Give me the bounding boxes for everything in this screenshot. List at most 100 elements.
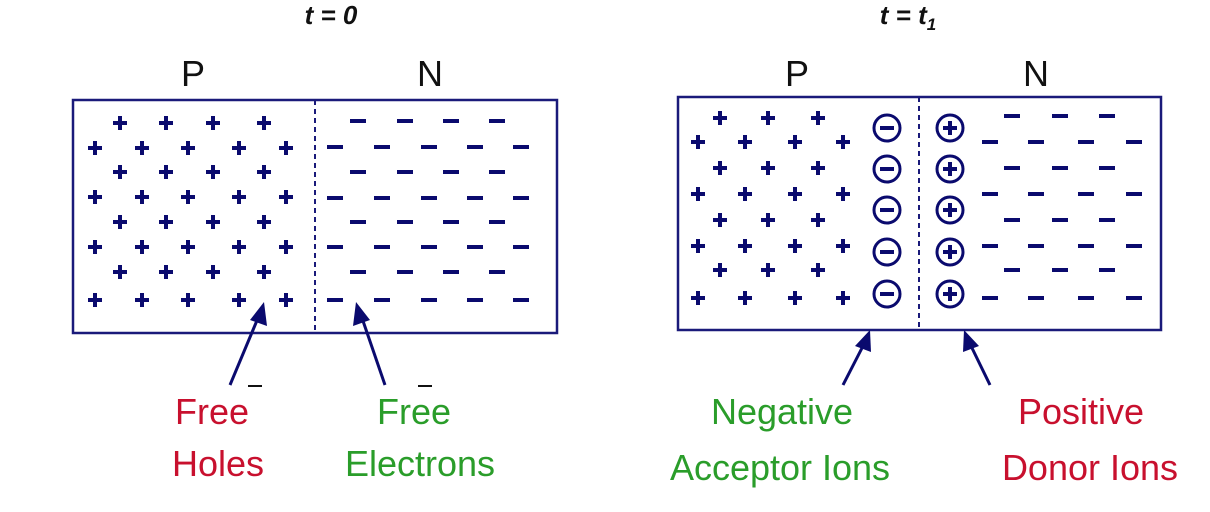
- donor-ions-arrow: [963, 330, 992, 386]
- plus-sign: [257, 215, 271, 229]
- plus-sign: [811, 213, 825, 227]
- plus-sign: [691, 135, 705, 149]
- plus-sign: [181, 240, 195, 254]
- free-holes-label-line2: Holes: [172, 443, 264, 484]
- negative-ion: [872, 237, 902, 267]
- plus-sign: [836, 291, 850, 305]
- plus-sign: [811, 111, 825, 125]
- left-n-label: N: [417, 53, 443, 94]
- donor-ions-label-line1: Positive: [1018, 391, 1144, 432]
- plus-sign: [88, 141, 102, 155]
- plus-sign: [257, 165, 271, 179]
- plus-sign: [788, 135, 802, 149]
- negative-ion: [872, 154, 902, 184]
- plus-sign: [181, 190, 195, 204]
- plus-sign: [113, 116, 127, 130]
- plus-sign: [206, 165, 220, 179]
- positive-ion: [935, 279, 965, 309]
- donor-ions-label-line2: Donor Ions: [1002, 447, 1178, 488]
- plus-sign: [691, 187, 705, 201]
- plus-sign: [232, 240, 246, 254]
- holes-arrow: [228, 302, 267, 386]
- plus-sign: [135, 190, 149, 204]
- right-panel: t = t1 P N Negative Acceptor Ions Positi…: [670, 0, 1178, 488]
- plus-sign: [811, 161, 825, 175]
- negative-ion: [872, 279, 902, 309]
- negative-ion: [872, 195, 902, 225]
- negative-ion: [872, 113, 902, 143]
- plus-sign: [836, 135, 850, 149]
- plus-sign: [113, 215, 127, 229]
- right-p-label: P: [785, 53, 809, 94]
- plus-sign: [811, 263, 825, 277]
- electrons-arrow: [353, 302, 387, 386]
- plus-sign: [257, 265, 271, 279]
- plus-sign: [836, 187, 850, 201]
- positive-ion: [935, 237, 965, 267]
- positive-donor-ions: [935, 113, 965, 309]
- left-free-electrons: [327, 119, 529, 302]
- positive-ion: [935, 154, 965, 184]
- positive-ion: [935, 195, 965, 225]
- plus-sign: [206, 116, 220, 130]
- plus-sign: [713, 213, 727, 227]
- plus-sign: [159, 165, 173, 179]
- plus-sign: [713, 111, 727, 125]
- plus-sign: [691, 239, 705, 253]
- right-free-electrons: [982, 114, 1142, 300]
- right-n-label: N: [1023, 53, 1049, 94]
- plus-sign: [836, 239, 850, 253]
- left-time-label: t = 0: [305, 0, 358, 30]
- plus-sign: [206, 215, 220, 229]
- free-holes-label-line1: Free: [175, 391, 249, 432]
- plus-sign: [738, 187, 752, 201]
- free-electrons-label-line1: Free: [377, 391, 451, 432]
- plus-sign: [738, 239, 752, 253]
- plus-sign: [88, 293, 102, 307]
- plus-sign: [159, 215, 173, 229]
- plus-sign: [788, 239, 802, 253]
- plus-sign: [713, 161, 727, 175]
- plus-sign: [788, 291, 802, 305]
- plus-sign: [761, 263, 775, 277]
- free-electrons-label-line2: Electrons: [345, 443, 495, 484]
- plus-sign: [232, 190, 246, 204]
- plus-sign: [181, 141, 195, 155]
- plus-sign: [279, 190, 293, 204]
- plus-sign: [738, 135, 752, 149]
- plus-sign: [279, 240, 293, 254]
- plus-sign: [135, 240, 149, 254]
- left-panel: t = 0 P N Free Holes Free Electrons: [71, 0, 559, 484]
- plus-sign: [232, 293, 246, 307]
- plus-sign: [761, 161, 775, 175]
- plus-sign: [788, 187, 802, 201]
- plus-sign: [257, 116, 271, 130]
- plus-sign: [88, 190, 102, 204]
- acceptor-ions-label-line2: Acceptor Ions: [670, 447, 890, 488]
- plus-sign: [279, 293, 293, 307]
- right-free-holes: [691, 111, 850, 305]
- plus-sign: [279, 141, 293, 155]
- plus-sign: [761, 111, 775, 125]
- plus-sign: [135, 141, 149, 155]
- plus-sign: [159, 265, 173, 279]
- plus-sign: [113, 165, 127, 179]
- acceptor-ions-label-line1: Negative: [711, 391, 853, 432]
- plus-sign: [761, 213, 775, 227]
- right-time-label: t = t1: [880, 0, 936, 34]
- left-free-holes: [88, 116, 293, 307]
- negative-acceptor-ions: [872, 113, 902, 309]
- plus-sign: [691, 291, 705, 305]
- acceptor-ions-arrow: [841, 330, 871, 386]
- plus-sign: [88, 240, 102, 254]
- plus-sign: [181, 293, 195, 307]
- plus-sign: [113, 265, 127, 279]
- plus-sign: [713, 263, 727, 277]
- plus-sign: [159, 116, 173, 130]
- plus-sign: [135, 293, 149, 307]
- left-p-label: P: [181, 53, 205, 94]
- plus-sign: [738, 291, 752, 305]
- plus-sign: [206, 265, 220, 279]
- plus-sign: [232, 141, 246, 155]
